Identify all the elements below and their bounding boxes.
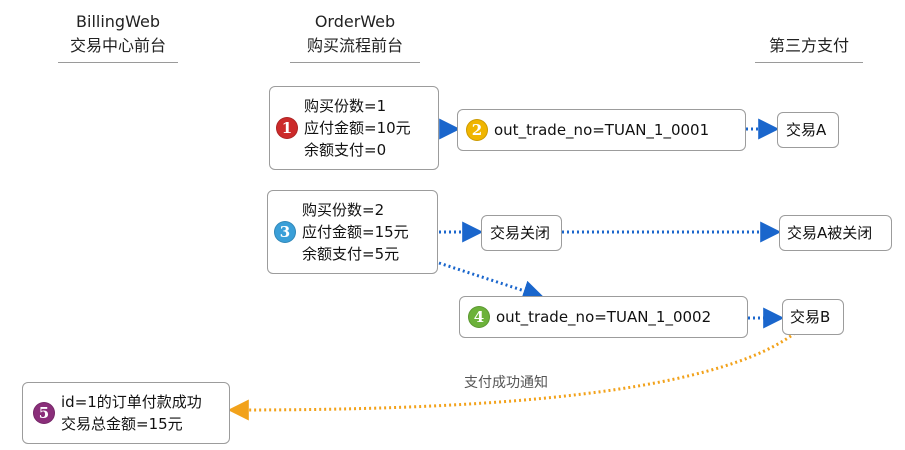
column-title: BillingWeb — [76, 12, 160, 31]
transaction-b-node[interactable]: 交易B — [782, 299, 844, 335]
order2-amount: 应付金额=15元 — [302, 223, 409, 241]
payment-success-node[interactable]: 5 id=1的订单付款成功 交易总金额=15元 — [22, 382, 230, 444]
trade1-out-trade-no: out_trade_no=TUAN_1_0001 — [494, 121, 710, 139]
column-header-third-party: 第三方支付 — [755, 34, 863, 63]
close-transaction-node[interactable]: 交易关闭 — [481, 215, 562, 251]
badge-3-icon: 3 — [274, 221, 296, 243]
column-subtitle: 购买流程前台 — [306, 36, 403, 55]
badge-4-icon: 4 — [468, 306, 490, 328]
badge-2-icon: 2 — [466, 119, 488, 141]
column-divider — [290, 62, 420, 63]
order1-quantity: 购买份数=1 — [304, 97, 387, 115]
badge-1-icon: 1 — [276, 117, 298, 139]
close-transaction-label: 交易关闭 — [490, 224, 551, 242]
order1-amount: 应付金额=10元 — [304, 119, 411, 137]
edge-txB-success — [227, 331, 796, 421]
trade2-out-trade-no: out_trade_no=TUAN_1_0002 — [496, 308, 712, 326]
success-order-line: id=1的订单付款成功 — [61, 393, 202, 411]
trade-node-2[interactable]: 4 out_trade_no=TUAN_1_0002 — [459, 296, 748, 338]
column-title: 第三方支付 — [768, 36, 849, 55]
order2-balance: 余额支付=5元 — [302, 245, 400, 263]
transaction-a-node[interactable]: 交易A — [777, 112, 839, 148]
order-node-1[interactable]: 1 购买份数=1 应付金额=10元 余额支付=0 — [269, 86, 439, 170]
column-divider — [755, 62, 863, 63]
column-divider — [58, 62, 178, 63]
column-subtitle: 交易中心前台 — [69, 36, 166, 55]
transaction-a-label: 交易A — [786, 121, 827, 139]
order1-balance: 余额支付=0 — [304, 141, 387, 159]
column-title: OrderWeb — [314, 12, 396, 31]
column-header-order: OrderWeb 购买流程前台 — [290, 10, 420, 63]
edge-order2-trade2 — [438, 261, 544, 301]
payment-success-label: 支付成功通知 — [462, 372, 550, 392]
success-total-line: 交易总金额=15元 — [61, 415, 183, 433]
transaction-b-label: 交易B — [790, 308, 831, 326]
badge-5-icon: 5 — [33, 402, 55, 424]
trade-node-1[interactable]: 2 out_trade_no=TUAN_1_0001 — [457, 109, 746, 151]
transaction-a-closed-node[interactable]: 交易A被关闭 — [779, 215, 892, 251]
transaction-a-closed-label: 交易A被关闭 — [787, 224, 873, 242]
order-node-2[interactable]: 3 购买份数=2 应付金额=15元 余额支付=5元 — [267, 190, 438, 274]
order2-quantity: 购买份数=2 — [302, 201, 385, 219]
column-header-billing: BillingWeb 交易中心前台 — [58, 10, 178, 63]
